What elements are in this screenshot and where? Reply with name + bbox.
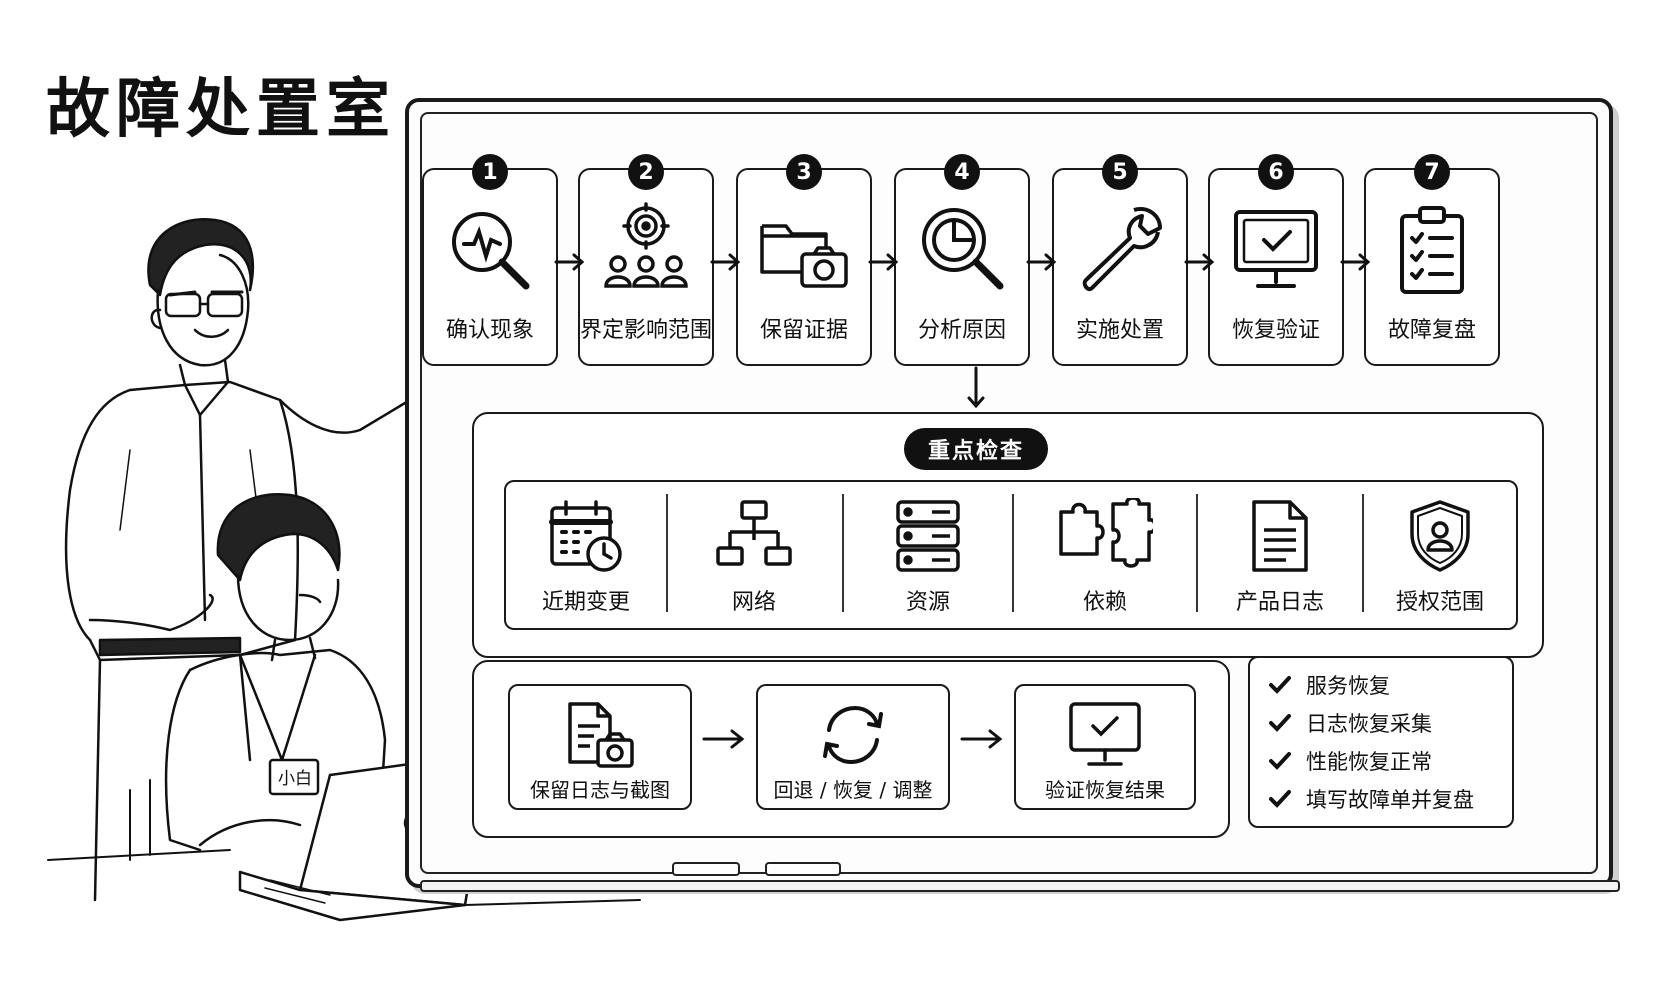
step-number-badge: 4	[944, 154, 980, 190]
step-card-4: 4 分析原因	[894, 154, 1030, 366]
flow-step-label: 回退 / 恢复 / 调整	[773, 778, 933, 802]
step-number-badge: 5	[1102, 154, 1138, 190]
checklist-item-label: 日志恢复采集	[1306, 712, 1432, 736]
step-card-2: 2 界定影响范围	[578, 154, 714, 366]
magnifier-pie-icon	[922, 208, 1004, 290]
check-icon	[1269, 676, 1291, 694]
check-icon	[1269, 714, 1291, 732]
flow-step-3: 验证恢复结果	[1014, 684, 1196, 810]
flow-step-label: 验证恢复结果	[1045, 778, 1165, 802]
step-label: 恢复验证	[1231, 318, 1320, 343]
step-label: 确认现象	[445, 318, 534, 343]
step-number-badge: 7	[1414, 154, 1450, 190]
arrow-down-icon	[967, 366, 985, 409]
monitor-check-icon	[1069, 702, 1141, 766]
focus-item-label: 资源	[905, 590, 950, 615]
checklist-item: 性能恢复正常	[1268, 746, 1432, 776]
folder-camera-icon	[760, 224, 848, 288]
arrow-right-icon	[1026, 253, 1057, 271]
divider	[842, 494, 844, 612]
checklist-item-label: 性能恢复正常	[1306, 750, 1432, 774]
check-icon	[1269, 752, 1291, 770]
eraser	[765, 862, 841, 876]
focus-check-title: 重点检查	[904, 428, 1048, 470]
flow-step-2: 回退 / 恢复 / 调整	[756, 684, 950, 810]
arrow-right-icon	[1340, 253, 1371, 271]
divider	[1012, 494, 1014, 612]
step-number-badge: 6	[1258, 154, 1294, 190]
arrow-right-icon	[710, 253, 741, 271]
step-card-6: 6 恢复验证	[1208, 154, 1344, 366]
focus-item-label: 近期变更	[541, 590, 630, 615]
divider	[1196, 494, 1198, 612]
focus-item: 近期变更	[506, 480, 666, 630]
checklist-item: 填写故障单并复盘	[1268, 784, 1474, 814]
marker-tray	[420, 880, 1620, 892]
arrow-right-icon	[1184, 253, 1215, 271]
magnifier-pulse-icon	[452, 212, 530, 290]
step-card-1: 1 确认现象	[422, 154, 558, 366]
checklist-item: 日志恢复采集	[1268, 708, 1432, 738]
focus-item: 网络	[668, 480, 840, 630]
arrow-right-icon	[868, 253, 899, 271]
puzzle-icon	[1059, 498, 1153, 568]
step-label: 界定影响范围	[580, 318, 713, 343]
target-users-icon	[604, 202, 688, 288]
step-number-badge: 1	[472, 154, 508, 190]
focus-item-label: 依赖	[1082, 590, 1127, 615]
whiteboard-inner-frame	[420, 112, 1598, 874]
document-icon	[1252, 500, 1308, 572]
step-label: 保留证据	[759, 318, 848, 343]
step-number-badge: 3	[786, 154, 822, 190]
step-card-7: 7 故障复盘	[1364, 154, 1500, 366]
focus-item-label: 授权范围	[1395, 590, 1484, 615]
arrow-right-icon	[702, 729, 745, 749]
student-figure: 小白	[164, 493, 387, 852]
step-label: 实施处置	[1075, 318, 1164, 343]
focus-item: 授权范围	[1364, 480, 1516, 630]
step-number-badge: 2	[628, 154, 664, 190]
name-badge-text: 小白	[278, 769, 312, 789]
checklist-item-label: 服务恢复	[1306, 674, 1390, 698]
monitor-check-icon	[1234, 210, 1318, 288]
step-card-3: 3 保留证据	[736, 154, 872, 366]
refresh-icon	[823, 705, 883, 765]
focus-item: 依赖	[1014, 480, 1196, 630]
check-icon	[1269, 790, 1291, 808]
step-label: 故障复盘	[1387, 318, 1476, 343]
arrow-right-icon	[960, 729, 1003, 749]
page-title: 故障处置室	[46, 72, 396, 147]
shield-user-icon	[1410, 500, 1470, 572]
checklist-panel	[1248, 656, 1514, 828]
focus-item-label: 产品日志	[1235, 590, 1324, 615]
focus-item-label: 网络	[731, 590, 776, 615]
marker	[672, 862, 740, 876]
arrow-right-icon	[554, 253, 585, 271]
focus-item: 资源	[844, 480, 1012, 630]
clipboard-checklist-icon	[1400, 206, 1464, 294]
focus-item: 产品日志	[1198, 480, 1362, 630]
step-card-5: 5 实施处置	[1052, 154, 1188, 366]
checklist-item-label: 填写故障单并复盘	[1306, 788, 1474, 812]
step-label: 分析原因	[917, 318, 1006, 343]
flow-step-1: 保留日志与截图	[508, 684, 692, 810]
divider	[1362, 494, 1364, 612]
server-stack-icon	[896, 500, 960, 572]
document-camera-icon	[568, 702, 634, 768]
divider	[666, 494, 668, 612]
network-tree-icon	[716, 500, 792, 566]
wrench-icon	[1082, 207, 1162, 291]
mentor-figure	[64, 218, 452, 902]
checklist-item: 服务恢复	[1268, 670, 1390, 700]
flow-step-label: 保留日志与截图	[530, 778, 670, 802]
calendar-clock-icon	[549, 500, 622, 572]
focus-items-box	[504, 480, 1518, 630]
